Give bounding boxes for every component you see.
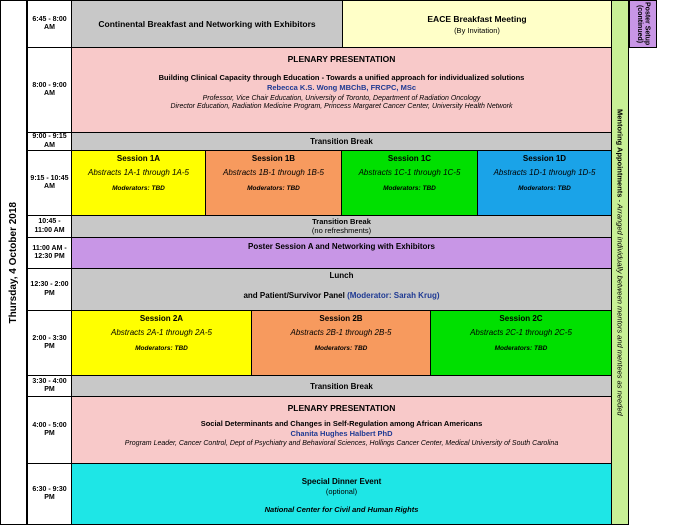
day-label-column: Thursday, 4 October 2018 xyxy=(0,0,27,525)
plenary-2-cell: PLENARY PRESENTATION Social Determinants… xyxy=(71,396,612,464)
session-1d: Session 1D Abstracts 1D-1 through 1D-5 M… xyxy=(477,150,612,216)
transition-break-2-label: Transition Break xyxy=(312,216,371,226)
special-dinner-heading: Special Dinner Event xyxy=(301,477,382,486)
time-slot-8: 2:00 - 3:30 PM xyxy=(27,310,72,376)
session-1b: Session 1B Abstracts 1B-1 through 1B-5 M… xyxy=(205,150,342,216)
session-2c-abstracts: Abstracts 2C-1 through 2C-5 xyxy=(470,328,572,337)
time-slot-5: 10:45 - 11:00 AM xyxy=(27,215,72,238)
special-dinner-note: National Center for Civil and Human Righ… xyxy=(264,505,419,514)
transition-break-2-sub: (no refreshments) xyxy=(311,225,372,235)
session-2c-moderators: Moderators: TBD xyxy=(494,345,548,352)
eace-meeting-cell: EACE Breakfast Meeting (By Invitation) xyxy=(342,0,612,48)
session-1c-moderators: Moderators: TBD xyxy=(383,185,436,192)
plenary-1-speaker: Rebecca K.S. Wong MBChB, FRCPC, MSc xyxy=(266,83,417,92)
mentoring-sub: - Arranged individually between mentors … xyxy=(615,197,625,416)
session-2b-abstracts: Abstracts 2B-1 through 2B-5 xyxy=(290,328,392,337)
session-1c: Session 1C Abstracts 1C-1 through 1C-5 M… xyxy=(341,150,478,216)
plenary-2-title: Social Determinants and Changes in Self-… xyxy=(200,419,483,428)
lunch-panel-moderator: (Moderator: Sarah Krug) xyxy=(347,291,440,300)
time-slot-7: 12:30 - 2:00 PM xyxy=(27,268,72,311)
session-2c: Session 2C Abstracts 2C-1 through 2C-5 M… xyxy=(430,310,612,376)
time-slot-3: 9:00 - 9:15 AM xyxy=(27,132,72,151)
transition-break-2: Transition Break (no refreshments) xyxy=(71,215,612,238)
time-slot-6: 11:00 AM - 12:30 PM xyxy=(27,237,72,269)
time-slot-1: 6:45 - 8:00 AM xyxy=(27,0,72,48)
lunch-panel-line: and Patient/Survivor Panel (Moderator: S… xyxy=(72,291,611,300)
session-1b-title: Session 1B xyxy=(251,154,296,163)
transition-break-3-label: Transition Break xyxy=(310,381,373,391)
plenary-2-speaker: Chanita Hughes Halbert PhD xyxy=(290,429,393,438)
session-1c-title: Session 1C xyxy=(387,154,432,163)
transition-break-1: Transition Break xyxy=(71,132,612,151)
session-1d-abstracts: Abstracts 1D-1 through 1D-5 xyxy=(493,168,596,177)
lunch-cell: Lunch and Patient/Survivor Panel (Modera… xyxy=(71,268,612,311)
session-1a-title: Session 1A xyxy=(116,154,161,163)
plenary-2-affiliation: Program Leader, Cancer Control, Dept of … xyxy=(124,440,559,447)
session-1a: Session 1A Abstracts 1A-1 through 1A-5 M… xyxy=(71,150,206,216)
session-2b: Session 2B Abstracts 2B-1 through 2B-5 M… xyxy=(251,310,431,376)
session-1a-moderators: Moderators: TBD xyxy=(112,185,165,192)
eace-meeting-sub: (By Invitation) xyxy=(454,25,500,35)
eace-meeting-title: EACE Breakfast Meeting xyxy=(427,13,527,24)
special-dinner-cell: Special Dinner Event (optional) National… xyxy=(71,463,612,525)
poster-session-a: Poster Session A and Networking with Exh… xyxy=(71,237,612,269)
special-dinner-sub: (optional) xyxy=(325,487,358,496)
time-slot-2: 8:00 - 9:00 AM xyxy=(27,47,72,133)
session-1c-abstracts: Abstracts 1C-1 through 1C-5 xyxy=(358,168,461,177)
session-2a: Session 2A Abstracts 2A-1 through 2A-5 M… xyxy=(71,310,252,376)
poster-setup-label: Poster Setup (continued) xyxy=(636,2,651,46)
plenary-1-heading: PLENARY PRESENTATION xyxy=(287,54,396,64)
mentoring-text: Mentoring Appointments - Arranged indivi… xyxy=(616,109,625,416)
day-label: Thursday, 4 October 2018 xyxy=(8,201,19,324)
session-2a-moderators: Moderators: TBD xyxy=(135,345,188,352)
lunch-panel-text: and Patient/Survivor Panel xyxy=(243,291,348,300)
session-1b-moderators: Moderators: TBD xyxy=(247,185,300,192)
session-2b-moderators: Moderators: TBD xyxy=(314,345,368,352)
continental-breakfast-label: Continental Breakfast and Networking wit… xyxy=(98,19,316,29)
plenary-2-heading: PLENARY PRESENTATION xyxy=(287,403,396,413)
time-slot-11: 6:30 - 9:30 PM xyxy=(27,463,72,525)
time-slot-9: 3:30 - 4:00 PM xyxy=(27,375,72,397)
time-slot-4: 9:15 - 10:45 AM xyxy=(27,150,72,216)
continental-breakfast-cell: Continental Breakfast and Networking wit… xyxy=(71,0,343,48)
session-1b-abstracts: Abstracts 1B-1 through 1B-5 xyxy=(223,168,324,177)
transition-break-3: Transition Break xyxy=(71,375,612,397)
poster-setup-cell: Poster Setup (continued) xyxy=(629,0,657,48)
session-1a-abstracts: Abstracts 1A-1 through 1A-5 xyxy=(88,168,189,177)
session-2a-abstracts: Abstracts 2A-1 through 2A-5 xyxy=(111,328,212,337)
session-2c-title: Session 2C xyxy=(499,314,543,323)
time-slot-10: 4:00 - 5:00 PM xyxy=(27,396,72,464)
poster-session-a-label: Poster Session A and Networking with Exh… xyxy=(248,242,435,251)
plenary-1-cell: PLENARY PRESENTATION Building Clinical C… xyxy=(71,47,612,133)
session-2a-title: Session 2A xyxy=(139,314,184,323)
plenary-1-affiliation-1: Professor, Vice Chair Education, Univers… xyxy=(202,95,481,102)
transition-break-1-label: Transition Break xyxy=(310,137,373,146)
session-1d-moderators: Moderators: TBD xyxy=(518,185,571,192)
mentoring-title: Mentoring Appointments xyxy=(615,109,625,198)
plenary-1-title: Building Clinical Capacity through Educa… xyxy=(158,73,525,82)
plenary-1-affiliation-2: Director Education, Radiation Medicine P… xyxy=(170,103,513,110)
session-1d-title: Session 1D xyxy=(522,154,567,163)
lunch-label: Lunch xyxy=(329,271,354,280)
mentoring-column: Mentoring Appointments - Arranged indivi… xyxy=(611,0,629,525)
session-2b-title: Session 2B xyxy=(319,314,363,323)
